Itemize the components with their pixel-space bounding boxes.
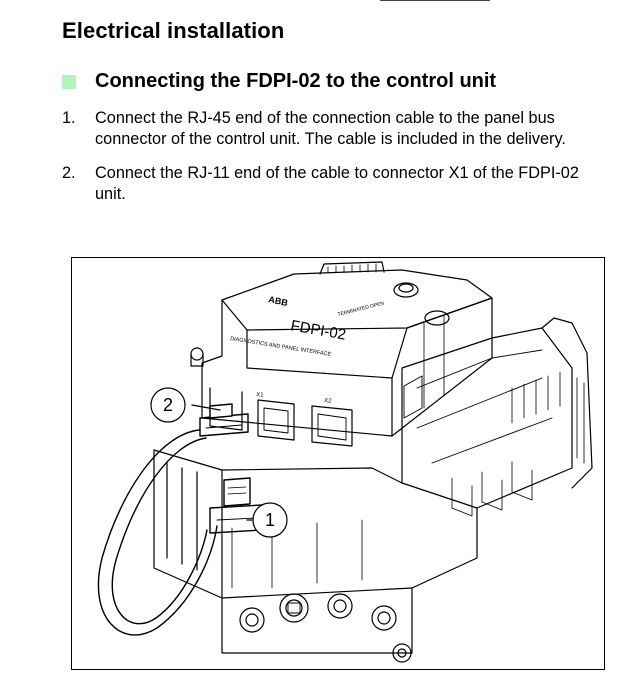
section-title: Electrical installation xyxy=(62,18,285,43)
port-x1-label: X1 xyxy=(256,392,265,399)
device-line-drawing: ABB FDPI-02 DIAGNOSTICS AND PANEL INTERF… xyxy=(97,261,593,663)
step-text: Connect the RJ-11 end of the cable to co… xyxy=(95,164,579,203)
brand-label: ABB xyxy=(268,294,290,308)
green-square-bullet-icon xyxy=(62,75,76,89)
step-text: Connect the RJ-45 end of the connection … xyxy=(95,109,566,148)
connection-cable xyxy=(97,429,218,636)
description-label: DIAGNOSTICS AND PANEL INTERFACE xyxy=(230,336,332,358)
step-item: 2. Connect the RJ-11 end of the cable to… xyxy=(62,163,602,205)
terminal-blocks xyxy=(401,317,593,517)
subsection-title: Connecting the FDPI-02 to the control un… xyxy=(95,70,497,92)
instruction-steps: 1. Connect the RJ-45 end of the connecti… xyxy=(62,108,602,218)
rj45-plug xyxy=(209,477,263,534)
installation-figure: ABB FDPI-02 DIAGNOSTICS AND PANEL INTERF… xyxy=(71,257,605,670)
page-header-fragment xyxy=(380,0,580,6)
fdpi-module xyxy=(190,261,493,447)
module-labels: ABB FDPI-02 DIAGNOSTICS AND PANEL INTERF… xyxy=(230,294,385,405)
port-x2-label: X2 xyxy=(324,398,333,405)
callout-2-label: 2 xyxy=(163,395,173,415)
step-number: 2. xyxy=(62,164,76,182)
control-unit-base xyxy=(153,449,478,663)
callout-2: 2 xyxy=(150,387,221,423)
switch-label: TERMINATED OPEN xyxy=(337,300,385,317)
callout-1: 1 xyxy=(246,502,288,538)
callout-1-label: 1 xyxy=(265,510,275,530)
step-item: 1. Connect the RJ-45 end of the connecti… xyxy=(62,108,602,150)
step-number: 1. xyxy=(62,109,76,127)
subsection-heading: Connecting the FDPI-02 to the control un… xyxy=(62,70,496,93)
model-label: FDPI-02 xyxy=(289,317,347,343)
